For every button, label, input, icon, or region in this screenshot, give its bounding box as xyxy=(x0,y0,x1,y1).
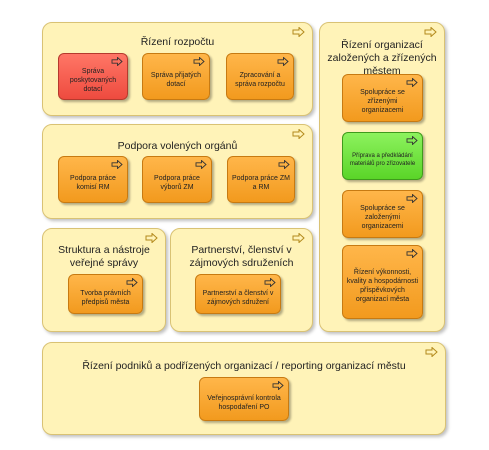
diagram-box: Podpora práce výborů ZM xyxy=(142,156,212,203)
diagram-box: Správa přijatých dotací xyxy=(142,53,210,100)
arrow-right-icon xyxy=(292,129,305,139)
diagram-box: Veřejnosprávní kontrola hospodaření PO xyxy=(199,377,289,421)
diagram-box: Příprava a předkládání materiálů pro zři… xyxy=(342,132,423,180)
arrow-right-icon xyxy=(425,347,438,357)
arrow-right-icon xyxy=(277,57,289,66)
group-organizations: Řízení organizací založených a zřízených… xyxy=(319,22,445,332)
group-budget: Řízení rozpočtu Správa poskytovaných dot… xyxy=(42,22,313,116)
group-partnership: Partnerství, členství v zájmových sdruže… xyxy=(170,228,313,332)
diagram-box: Správa poskytovaných dotací xyxy=(58,53,128,100)
arrow-right-icon xyxy=(406,136,418,145)
group-title: Řízení organizací založených a zřízených… xyxy=(327,39,437,77)
arrow-right-icon xyxy=(406,194,418,203)
group-title: Řízení rozpočtu xyxy=(140,36,215,48)
group-elected-bodies: Podpora volených orgánů Podpora práce ko… xyxy=(42,124,313,219)
arrow-right-icon xyxy=(145,233,158,243)
group-title: Partnerství, členství v zájmových sdruže… xyxy=(189,244,294,269)
arrow-right-icon xyxy=(126,278,138,287)
arrow-right-icon xyxy=(292,27,305,37)
arrow-right-icon xyxy=(406,249,418,258)
arrow-right-icon xyxy=(278,160,290,169)
arrow-right-icon xyxy=(292,233,305,243)
arrow-right-icon xyxy=(272,381,284,390)
diagram-box: Podpora práce komisí RM xyxy=(58,156,128,203)
group-structure: Struktura a nástroje veřejné správy Tvor… xyxy=(42,228,166,332)
diagram-box: Podpora práce ZM a RM xyxy=(227,156,295,203)
group-title: Podpora volených orgánů xyxy=(117,140,238,152)
diagram-box: Spolupráce se zřízenými organizacemi xyxy=(342,74,423,122)
diagram-box: Tvorba právních předpisů města xyxy=(68,274,143,314)
arrow-right-icon xyxy=(111,57,123,66)
diagram-box: Partnerství a členství v zájmových sdruž… xyxy=(195,274,281,314)
arrow-right-icon xyxy=(406,78,418,87)
arrow-right-icon xyxy=(195,160,207,169)
group-title: Struktura a nástroje veřejné správy xyxy=(58,244,150,269)
arrow-right-icon xyxy=(264,278,276,287)
arrow-right-icon xyxy=(424,27,437,37)
diagram-box: Zpracování a správa rozpočtu xyxy=(226,53,294,100)
diagram-box: Spolupráce se založenými organizacemi xyxy=(342,190,423,238)
group-enterprises: Řízení podniků a podřízených organizací … xyxy=(42,342,446,435)
arrow-right-icon xyxy=(193,57,205,66)
group-title: Řízení podniků a podřízených organizací … xyxy=(82,360,406,372)
arrow-right-icon xyxy=(111,160,123,169)
diagram-box: Řízení výkonnosti, kvality a hospodárnos… xyxy=(342,245,423,319)
